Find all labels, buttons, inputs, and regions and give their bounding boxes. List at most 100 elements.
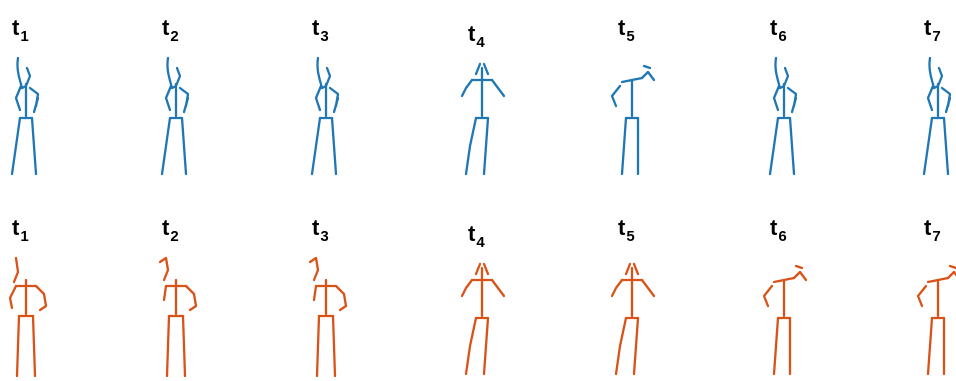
skeleton-figure — [10, 258, 46, 376]
bone-segment — [484, 318, 488, 374]
bone-segment — [314, 286, 316, 300]
bone-segment — [183, 316, 185, 376]
bone-segment — [644, 66, 650, 68]
bone-segment — [612, 86, 620, 106]
bone-segment — [476, 264, 480, 274]
bone-segment — [642, 72, 654, 80]
frame-label-main: t — [770, 215, 778, 240]
bone-segment — [794, 272, 806, 280]
frame-label-subscript: 6 — [778, 228, 786, 245]
bone-segment — [16, 86, 21, 110]
bone-segment — [167, 316, 169, 376]
frame-label-subscript: 6 — [778, 28, 786, 45]
bone-segment — [634, 318, 638, 374]
skeleton-figure — [924, 58, 950, 174]
bone-segment — [336, 286, 346, 310]
skeleton-figure — [764, 266, 806, 374]
bone-segment — [484, 264, 488, 274]
frame-label: t3 — [312, 215, 329, 245]
bone-segment — [622, 118, 626, 174]
bone-segment — [12, 118, 20, 174]
frame-label: t6 — [770, 215, 787, 245]
frame-label-main: t — [162, 15, 170, 40]
bone-segment — [492, 80, 504, 96]
bone-segment — [484, 64, 488, 74]
frame-label-main: t — [618, 215, 626, 240]
bone-segment — [476, 64, 480, 74]
bone-segment — [33, 316, 35, 376]
bone-segment — [484, 118, 488, 174]
skeleton-figure — [310, 258, 346, 376]
frame-label: t7 — [924, 215, 941, 245]
bone-segment — [770, 118, 778, 174]
frame-label: t5 — [618, 15, 635, 45]
frame-label-subscript: 4 — [476, 234, 485, 251]
bone-segment — [466, 318, 476, 374]
skeleton-figure — [12, 58, 38, 174]
bone-segment — [164, 286, 166, 300]
bone-segment — [162, 118, 170, 174]
bone-segment — [317, 316, 319, 376]
frame-label: t5 — [618, 215, 635, 245]
frame-label-subscript: 1 — [20, 228, 28, 245]
bone-segment — [333, 316, 335, 376]
frame-label-main: t — [770, 15, 778, 40]
bone-segment — [616, 318, 626, 374]
bone-segment — [14, 258, 18, 282]
frame-label-subscript: 7 — [932, 228, 940, 245]
skeleton-figure — [162, 58, 188, 174]
skeleton-figure — [612, 264, 654, 374]
frame-label-main: t — [468, 21, 476, 46]
bone-segment — [642, 280, 654, 296]
frame-label-subscript: 7 — [932, 28, 940, 45]
frame-label-subscript: 2 — [170, 228, 178, 245]
frame-label: t1 — [12, 215, 29, 245]
bone-segment — [462, 280, 472, 296]
frame-label-main: t — [618, 15, 626, 40]
bone-segment — [929, 58, 934, 88]
bone-segment — [186, 286, 196, 310]
bone-segment — [626, 264, 630, 274]
bone-segment — [950, 266, 956, 268]
bone-segment — [312, 118, 320, 174]
frame-label-main: t — [12, 15, 20, 40]
bone-segment — [944, 118, 948, 174]
bone-segment — [36, 286, 46, 310]
frame-label-main: t — [162, 215, 170, 240]
frame-label-subscript: 2 — [170, 28, 178, 45]
bone-segment — [332, 118, 336, 174]
frame-label: t4 — [468, 21, 485, 51]
bone-segment — [466, 118, 476, 174]
bone-segment — [928, 318, 932, 374]
bone-segment — [774, 86, 779, 110]
frame-label: t6 — [770, 15, 787, 45]
bone-segment — [32, 118, 36, 174]
bone-segment — [310, 258, 318, 280]
bone-segment — [166, 86, 171, 110]
frame-label-main: t — [468, 221, 476, 246]
bone-segment — [948, 272, 956, 280]
frame-label: t1 — [12, 15, 29, 45]
bone-segment — [317, 58, 322, 88]
frame-label: t7 — [924, 15, 941, 45]
bone-segment — [167, 58, 172, 88]
frame-label-main: t — [12, 215, 20, 240]
frame-label: t3 — [312, 15, 329, 45]
skeleton-figure — [462, 264, 504, 374]
bone-segment — [774, 318, 778, 374]
bone-segment — [160, 258, 168, 280]
bone-segment — [462, 80, 472, 96]
bone-segment — [316, 86, 321, 110]
frame-label-subscript: 4 — [476, 34, 485, 51]
skeleton-figure — [462, 64, 504, 174]
frame-label-main: t — [924, 215, 932, 240]
bone-segment — [796, 266, 802, 268]
frame-label-subscript: 5 — [626, 28, 634, 45]
bone-segment — [17, 58, 22, 88]
bone-segment — [492, 280, 504, 296]
bone-segment — [634, 264, 638, 274]
frame-label: t2 — [162, 215, 179, 245]
